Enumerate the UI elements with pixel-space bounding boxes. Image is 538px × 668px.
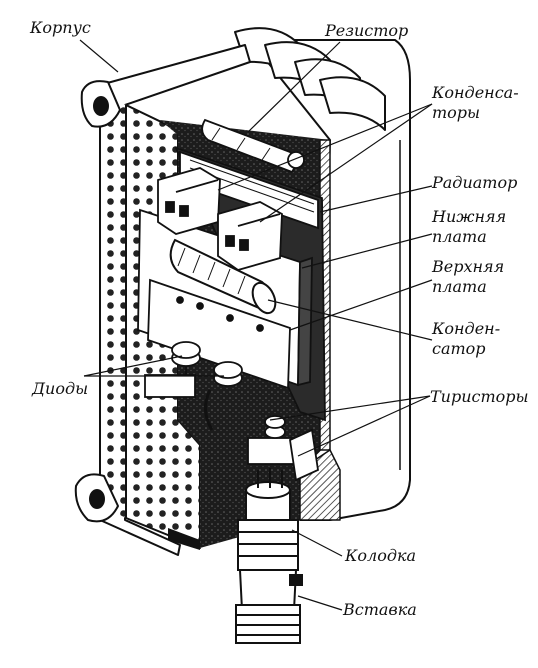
thyristors xyxy=(247,415,319,482)
label-verkhnyaya-line1: Верхняя xyxy=(431,257,504,276)
label-radiator: Радиатор xyxy=(431,173,517,192)
label-rezistor: Резистор xyxy=(324,21,408,40)
capacitor-block-1 xyxy=(157,167,221,235)
upper-board xyxy=(147,278,291,390)
capacitor-cylinder xyxy=(169,238,277,315)
leader-lines xyxy=(79,39,433,611)
plug-insert xyxy=(235,569,303,644)
label-nizhnyaya-line2: плата xyxy=(432,227,487,246)
label-kolodka: Колодка xyxy=(344,546,416,565)
label-diody: Диоды xyxy=(31,379,88,398)
capacitor-block-2 xyxy=(217,201,283,271)
label-kondensatory-line2: торы xyxy=(432,103,480,122)
label-verkhnyaya-line2: плата xyxy=(432,277,487,296)
label-nizhnyaya-line1: Нижняя xyxy=(431,207,506,226)
label-kondensatory-line1: Конденса- xyxy=(431,83,519,102)
label-korpus: Корпус xyxy=(29,18,91,37)
label-kondensator-line1: Конден- xyxy=(431,319,500,338)
label-vstavka: Вставка xyxy=(342,600,417,619)
label-tiristory: Тиристоры xyxy=(430,387,529,406)
label-kondensator-line2: сатор xyxy=(432,339,486,358)
connector-block xyxy=(237,468,299,571)
diodes xyxy=(144,341,243,431)
perforated-front-panel xyxy=(106,104,126,518)
resistor-component xyxy=(201,118,305,174)
